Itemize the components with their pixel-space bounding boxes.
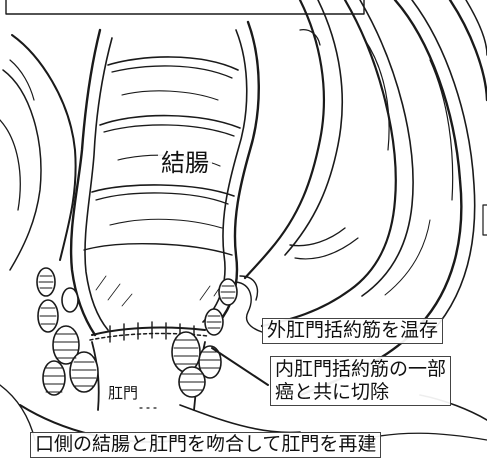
frame-box	[6, 0, 364, 14]
external-sphincter-label: 外肛門括約筋を温存	[262, 318, 443, 344]
left-pelvic-wall	[12, 35, 76, 260]
haustra-fold	[108, 57, 238, 70]
caption-label: 口側の結腸と肛門を吻合して肛門を再建	[30, 432, 381, 458]
sacral-curve-outer	[245, 0, 324, 278]
colon-label: 結腸	[158, 150, 212, 178]
internal-sphincter-label: 内肛門括約筋の一部 癌と共に切除	[270, 356, 451, 406]
internal-sphincter-line1: 内肛門括約筋の一部	[275, 358, 446, 381]
external-sphincter-bracket	[236, 282, 262, 332]
anus-label: 肛門	[105, 385, 141, 402]
internal-sphincter-line2: 癌と共に切除	[275, 381, 446, 404]
sphincter-right	[172, 279, 237, 397]
